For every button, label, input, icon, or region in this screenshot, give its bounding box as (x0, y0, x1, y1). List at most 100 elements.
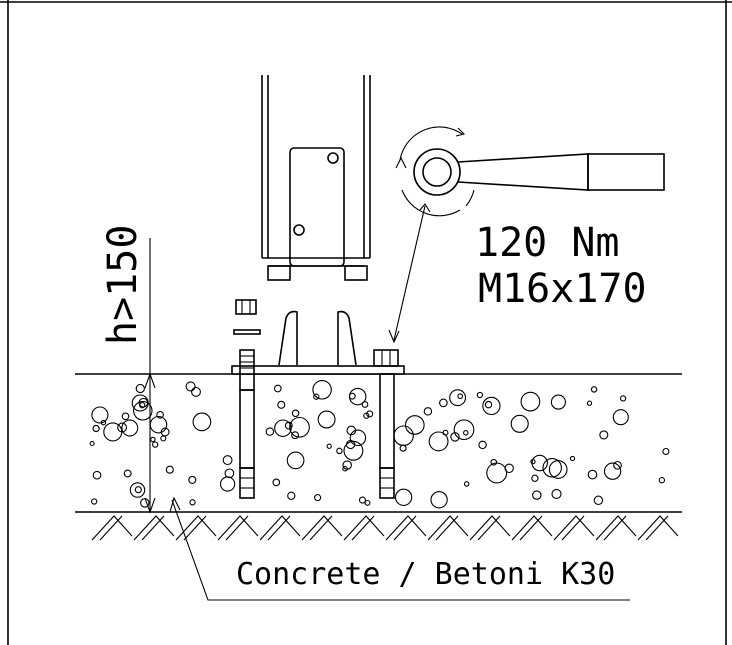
post-nut-left (267, 265, 291, 281)
aggregate-stone (393, 425, 414, 446)
aggregate-stone (542, 458, 562, 478)
hatch-mark (477, 515, 501, 541)
aggregate-stone (286, 451, 305, 470)
aggregate-stone (482, 396, 501, 416)
aggregate-stone (284, 421, 293, 430)
hatch-mark (637, 515, 679, 541)
aggregate-stone (439, 398, 448, 408)
height-dimension (144, 238, 156, 514)
aggregate-stone (569, 455, 576, 462)
hatch-mark (561, 515, 585, 541)
wrench-handle (587, 153, 665, 191)
post-nut-right (344, 265, 368, 281)
aggregate-stone (612, 409, 629, 426)
aggregate-stone (346, 425, 357, 436)
aggregate-stone (478, 440, 487, 450)
concrete-aggregate (89, 380, 670, 509)
aggregate-stone (658, 477, 666, 484)
aggregate-stone (586, 400, 593, 406)
aggregate-stone (312, 380, 332, 400)
torque-wrench (388, 126, 665, 344)
aggregate-stone (160, 435, 167, 442)
aggregate-stone (453, 419, 475, 441)
aggregate-stone (364, 499, 371, 506)
aggregate-stone (129, 482, 146, 498)
aggregate-stone (363, 412, 370, 419)
aggregate-stone (287, 491, 296, 500)
aggregate-stone (313, 393, 320, 400)
aggregate-stone (150, 436, 156, 443)
wrench-ring-icon (413, 148, 461, 196)
aggregate-stone (291, 409, 300, 418)
hatch-mark (225, 515, 249, 541)
aggregate-stone (430, 491, 448, 509)
aggregate-stone (121, 412, 130, 421)
aggregate-stone (191, 386, 201, 397)
aggregate-stone (92, 470, 102, 480)
aggregate-stone (92, 424, 100, 433)
aggregate-stone (510, 414, 529, 433)
aggregate-stone (550, 394, 566, 410)
aggregate-stone (91, 498, 98, 505)
aggregate-stone (222, 455, 233, 466)
hatch-mark (645, 515, 669, 541)
aggregate-stone (149, 415, 168, 434)
hatch-mark (351, 515, 375, 541)
anchor-bolt-right (373, 349, 399, 499)
aggregate-stone (291, 431, 300, 440)
aggregate-stone (520, 391, 541, 412)
aggregate-stone (133, 401, 153, 421)
torque-label: 120 Nm (475, 220, 620, 266)
aggregate-stone (484, 400, 493, 409)
hatch-mark (553, 515, 595, 541)
inspection-cover (289, 147, 345, 267)
aggregate-stone (366, 410, 374, 418)
anchor-bolt-left (239, 349, 255, 499)
hatch-mark (91, 515, 133, 541)
bolt-size-label: M16x170 (478, 266, 647, 312)
aggregate-stone (277, 400, 286, 409)
aggregate-stone (192, 412, 212, 432)
aggregate-stone (342, 465, 348, 472)
aggregate-stone (593, 495, 604, 506)
aggregate-stone (131, 394, 149, 412)
hatch-mark (393, 515, 417, 541)
hatch-mark (343, 515, 385, 541)
aggregate-stone (165, 465, 174, 474)
aggregate-stone (349, 429, 367, 447)
aggregate-stone (457, 393, 464, 400)
aggregate-stone (394, 488, 413, 506)
aggregate-stone (590, 386, 598, 393)
loose-nut-icon (235, 299, 257, 315)
hatch-mark (603, 515, 627, 541)
aggregate-stone (428, 431, 449, 452)
aggregate-stone (463, 481, 470, 487)
aggregate-stone (91, 406, 109, 424)
hatch-mark (519, 515, 543, 541)
base-plate (231, 365, 405, 375)
aggregate-stone (224, 468, 235, 479)
hatch-mark (309, 515, 333, 541)
aggregate-stone (336, 447, 343, 455)
hatch-mark (427, 515, 469, 541)
anchor-nut-icon (373, 349, 399, 367)
aggregate-stone (343, 440, 364, 461)
aggregate-stone (135, 383, 145, 394)
aggregate-stone (348, 392, 356, 400)
aggregate-stone (152, 441, 159, 448)
aggregate-stone (123, 469, 132, 478)
aggregate-stone (619, 395, 627, 402)
aggregate-stone (185, 381, 196, 392)
aggregate-stone (423, 407, 433, 416)
post-column (261, 75, 371, 281)
aggregate-stone (273, 384, 282, 393)
aggregate-stone (613, 460, 622, 470)
aggregate-stone (314, 494, 322, 502)
hatch-mark (183, 515, 207, 541)
aggregate-stone (532, 490, 542, 500)
cover-screw-icon (293, 224, 305, 236)
aggregate-stone (463, 430, 469, 436)
hatch-mark (385, 515, 427, 541)
aggregate-stone (272, 478, 281, 487)
